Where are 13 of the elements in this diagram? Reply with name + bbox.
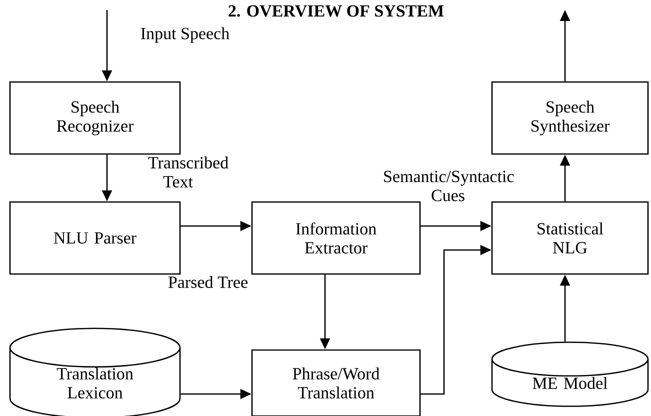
process-box: Statistical NLG: [491, 201, 649, 275]
database-cylinder: ME Model: [491, 342, 649, 407]
process-box: Speech Synthesizer: [491, 81, 649, 155]
database-cylinder: Translation Lexicon: [9, 328, 181, 416]
edge-label: Semantic/Syntactic Cues: [384, 170, 514, 202]
edge-label: Input Speech: [141, 27, 230, 43]
process-box: Phrase/Word Translation: [251, 349, 421, 416]
process-box: Information Extractor: [251, 201, 421, 275]
title: 2. OVERVIEW OF SYSTEM: [228, 5, 444, 17]
edge-label: Transcribed Text: [148, 156, 228, 188]
process-box: NLU Parser: [9, 201, 181, 275]
edge-label: Parsed Tree: [168, 276, 248, 288]
process-box: Speech Recognizer: [9, 81, 181, 155]
